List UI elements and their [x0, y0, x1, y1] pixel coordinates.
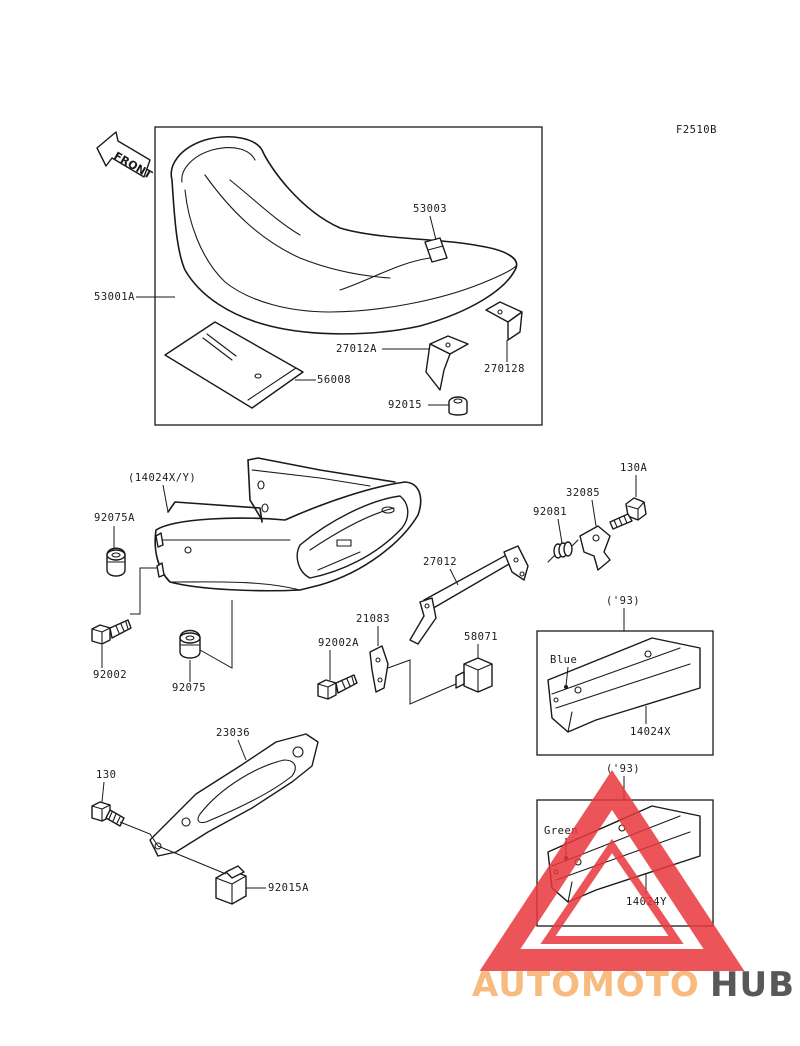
label-32085: 32085 [566, 487, 600, 499]
label-92075: 92075 [172, 682, 206, 694]
spring-92081-illustration [547, 539, 579, 563]
label-92002: 92002 [93, 669, 127, 681]
figure-code: F2510B [676, 124, 717, 136]
label-58071: 58071 [464, 631, 498, 643]
label-92015a: 92015A [268, 882, 309, 894]
variant-green-year: ('93) [606, 763, 640, 775]
tool-pouch-illustration [164, 321, 304, 409]
label-23036: 23036 [216, 727, 250, 739]
label-92002a: 92002A [318, 637, 359, 649]
seat-illustration [170, 136, 518, 335]
label-130a: 130A [620, 462, 647, 474]
variant-green-color: Green [544, 825, 578, 837]
label-92015: 92015 [388, 399, 422, 411]
hook-32085-illustration [579, 525, 611, 571]
grommet-92075a-illustration [106, 547, 126, 577]
variant-blue-year: ('93) [606, 595, 640, 607]
variant-blue-part: 14024X [630, 726, 671, 738]
label-53001a: 53001A [94, 291, 135, 303]
clip-nut-92015a-illustration [215, 865, 247, 905]
bracket-21083-illustration [369, 645, 389, 693]
bolt-92002-illustration [91, 619, 132, 645]
label-92081: 92081 [533, 506, 567, 518]
label-56008: 56008 [317, 374, 351, 386]
watermark-word-a: AUTOMOTO [472, 965, 700, 1005]
front-arrow-icon: FRONT [96, 131, 155, 182]
label-130: 130 [96, 769, 116, 781]
label-92075a: 92075A [94, 512, 135, 524]
plate-23036-illustration [149, 733, 319, 857]
latch-rod-27012-illustration [409, 545, 529, 645]
seat-assembly-frame [154, 126, 543, 426]
bolt-92002a-illustration [317, 674, 358, 700]
label-27012a: 27012A [336, 343, 377, 355]
label-270128: 270128 [484, 363, 525, 375]
label-53003: 53003 [413, 203, 447, 215]
automotohub-watermark-logo: AUTOMOTO HUB [472, 770, 795, 1005]
watermark-word-b: HUB [710, 965, 795, 1005]
bolt-130a-illustration [609, 497, 647, 530]
variant-blue-frame [536, 630, 714, 756]
grommet-92015-illustration [448, 396, 468, 416]
bolt-130-illustration [91, 801, 125, 827]
bracket-270128-illustration [485, 301, 523, 341]
switch-58071-illustration [455, 657, 493, 693]
label-14024xy: (14024X/Y) [128, 472, 196, 484]
label-21083: 21083 [356, 613, 390, 625]
label-27012: 27012 [423, 556, 457, 568]
seat-cover-illustration [154, 457, 422, 592]
variant-blue-color: Blue [550, 654, 577, 666]
side-cover-14024x-illustration [547, 637, 701, 733]
bracket-27012a-illustration [425, 335, 469, 391]
grommet-92075-illustration [179, 629, 201, 659]
